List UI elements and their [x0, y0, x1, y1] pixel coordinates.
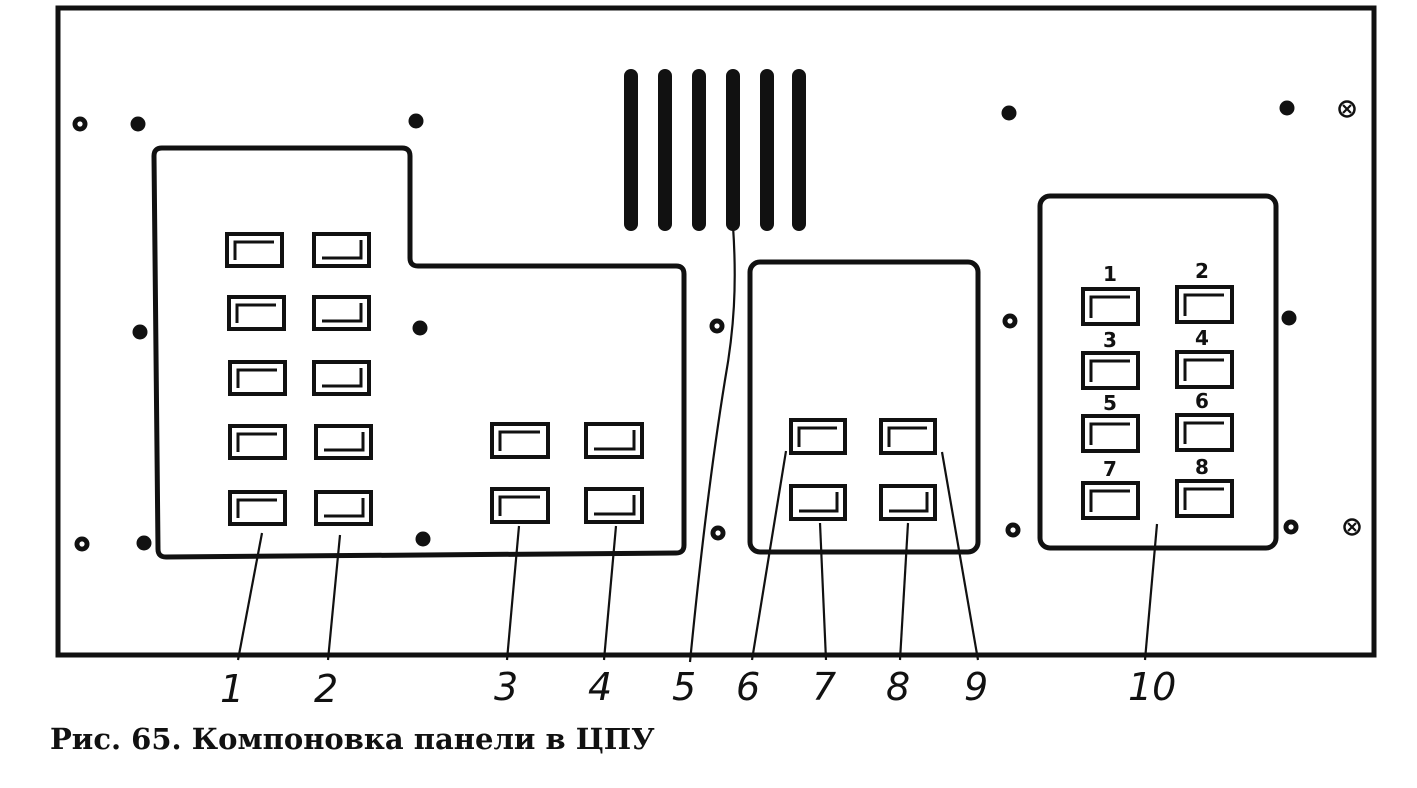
- panel-outline: [55, 5, 1377, 658]
- speaker-grille: [624, 69, 806, 231]
- screw-hole-icon: [709, 318, 725, 334]
- rocker-switch-icon: [879, 484, 937, 521]
- callout-1: 1: [220, 667, 244, 711]
- rocker-switch-icon: [1175, 285, 1234, 324]
- rocker-switch-icon: [1081, 351, 1140, 390]
- right-block-numbers: 1 2 3 4 5 6 7 8: [1103, 259, 1209, 481]
- callout-6: 6: [736, 665, 760, 709]
- callout-2: 2: [314, 667, 338, 711]
- leader-line-7: [818, 522, 828, 661]
- callout-labels: 1 2 3 4 5 6 7 8 9 10: [220, 665, 1176, 711]
- switches: [225, 232, 1234, 526]
- leader-line-1: [236, 532, 264, 661]
- callout-10: 10: [1128, 665, 1176, 709]
- right-cutout: [1037, 193, 1279, 551]
- rocker-switch-icon: [312, 295, 371, 331]
- switch-number-3: 3: [1103, 328, 1117, 352]
- rocker-switch-icon: [225, 232, 284, 268]
- switch-number-8: 8: [1195, 455, 1209, 479]
- rocker-switch-icon: [789, 484, 847, 521]
- leader-line-6: [750, 450, 788, 661]
- rocker-switch-icon: [1175, 413, 1234, 452]
- screw-hole-icon: [74, 536, 90, 552]
- switch-number-6: 6: [1195, 389, 1209, 413]
- callout-3: 3: [494, 665, 518, 709]
- screw-hole-icon: [132, 324, 148, 340]
- rocker-switch-icon: [227, 295, 286, 331]
- leader-line-10: [1143, 523, 1159, 661]
- leader-line-2: [326, 534, 342, 661]
- screw-hole-icon: [136, 535, 152, 551]
- rocker-switch-icon: [1175, 479, 1234, 518]
- leader-line-5: [688, 225, 736, 663]
- leader-line-9: [940, 451, 980, 661]
- rocker-switch-icon: [789, 418, 847, 455]
- rocker-switch-icon: [879, 418, 937, 455]
- screw-hole-icon: [1001, 105, 1017, 121]
- rocker-switch-icon: [1081, 414, 1140, 453]
- screw-hole-icon: [408, 113, 424, 129]
- callout-4: 4: [588, 665, 612, 709]
- rocker-switch-icon: [312, 232, 371, 268]
- leader-line-4: [602, 525, 618, 661]
- left-cutout: [151, 145, 687, 560]
- rocker-switch-icon: [1081, 481, 1140, 520]
- screw-hole-icon: [72, 116, 88, 132]
- callout-7: 7: [812, 665, 836, 709]
- callout-5: 5: [672, 665, 696, 709]
- rocker-switch-icon: [228, 360, 287, 396]
- rocker-switch-icon: [228, 490, 287, 526]
- leader-lines: [236, 225, 1159, 663]
- screw-hole-icon: [1281, 310, 1297, 326]
- screw-hole-icon: [415, 531, 431, 547]
- screw-hole-icon: [1343, 518, 1361, 536]
- figure-caption: Рис. 65. Компоновка панели в ЦПУ: [50, 722, 655, 756]
- screw-hole-icon: [130, 116, 146, 132]
- switch-number-7: 7: [1103, 457, 1117, 481]
- rocker-switch-icon: [1175, 350, 1234, 389]
- rocker-switch-icon: [228, 424, 287, 460]
- rocker-switch-icon: [584, 487, 644, 524]
- screw-hole-icon: [1338, 100, 1356, 118]
- rocker-switch-icon: [314, 490, 373, 526]
- rocker-switch-icon: [314, 424, 373, 460]
- switch-number-5: 5: [1103, 391, 1117, 415]
- callout-9: 9: [964, 665, 988, 709]
- rocker-switch-icon: [312, 360, 371, 396]
- middle-cutout: [747, 259, 981, 555]
- switch-number-2: 2: [1195, 259, 1209, 283]
- screw-hole-icon: [1002, 313, 1018, 329]
- leader-line-3: [505, 525, 521, 661]
- screw-hole-icon: [1005, 522, 1021, 538]
- screw-hole-icon: [1279, 100, 1295, 116]
- rocker-switch-icon: [490, 487, 550, 524]
- callout-8: 8: [886, 665, 910, 709]
- rocker-switch-icon: [490, 422, 550, 459]
- rocker-switch-icon: [1081, 287, 1140, 326]
- screw-hole-icon: [1283, 519, 1299, 535]
- screw-hole-icon: [412, 320, 428, 336]
- switch-number-1: 1: [1103, 262, 1117, 286]
- switch-number-4: 4: [1195, 326, 1209, 350]
- mounting-holes: [72, 100, 1361, 552]
- rocker-switch-icon: [584, 422, 644, 459]
- leader-line-8: [898, 522, 910, 661]
- screw-hole-icon: [710, 525, 726, 541]
